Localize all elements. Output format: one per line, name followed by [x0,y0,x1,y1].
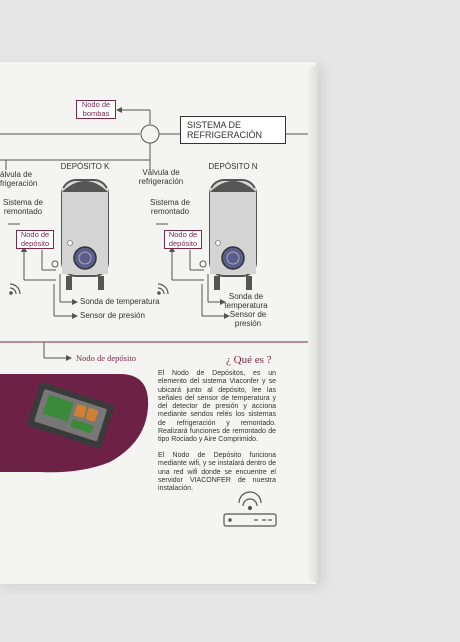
paragraph-2: El Nodo de Depósito funciona mediante wi… [158,452,276,493]
device-board [27,382,114,449]
paragraph-1: El Nodo de Depósitos, es un elemento del… [158,370,276,444]
tank-k-label: DEPÓSITO K [60,162,110,171]
refrigeration-system-box: SISTEMA DE REFRIGERACIÓN [180,116,286,144]
wifi-icon-right [157,283,169,295]
nodo-bombas-box: Nodo de bombas [76,100,116,119]
tank-n-label: DEPÓSITO N [208,162,258,171]
temp-sensor-label-right: Sonda de temperatura [224,292,268,310]
brochure-page: Nodo de bombas SISTEMA DE REFRIGERACIÓN … [0,62,316,584]
remontado-label-left: Sistema de remontado [2,198,44,216]
pressure-sensor-label-right: Sensor de presión [229,310,267,328]
diagram-lines [0,107,316,527]
nodo-deposito-heading: Nodo de depósito [76,353,136,363]
page-edge [308,66,318,582]
valve-label-right: Válvula de refrigeración [138,168,184,186]
temp-sensor-label-left: Sonda de temperatura [80,297,160,306]
nodo-deposito-box-right: Nodo de depósito [164,230,202,249]
tank-k [61,179,109,290]
router-icon [223,491,277,527]
valve-label-left: álvula de frigeración [0,170,38,188]
pressure-sensor-label-left: Sensor de presión [80,311,145,320]
wifi-icon-left [9,283,21,295]
remontado-label-right: Sistema de remontado [149,198,191,216]
que-es-heading: ¿ Qué es ? [226,354,272,366]
nodo-deposito-box-left: Nodo de depósito [16,230,54,249]
tank-n [209,179,257,290]
